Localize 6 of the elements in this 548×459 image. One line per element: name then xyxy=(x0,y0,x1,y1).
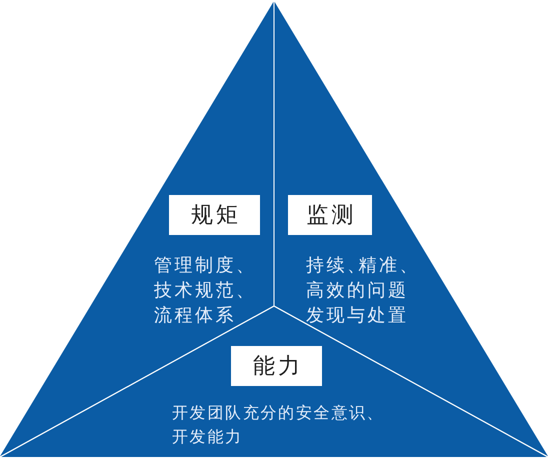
label-box: 规矩 xyxy=(169,195,260,235)
label-box: 能力 xyxy=(231,346,322,386)
label-box: 监测 xyxy=(288,195,372,235)
body-text: 管理制度、技术规范、流程体系 xyxy=(154,254,248,327)
body-text: 开发团队充分的安全意识、开发能力 xyxy=(172,404,378,448)
body-text: 持续、精准、高效的问题发现与处置 xyxy=(306,254,412,327)
